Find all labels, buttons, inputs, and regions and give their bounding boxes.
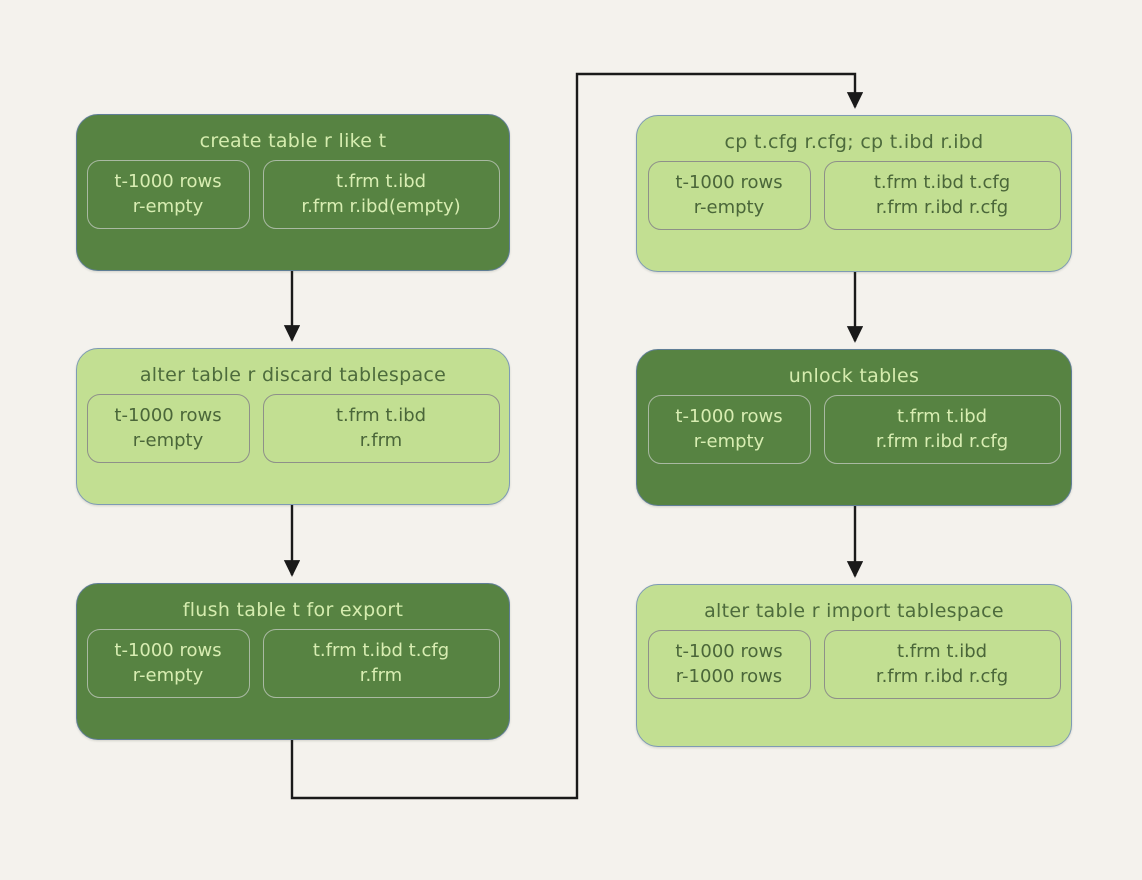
- files-line-2: r.frm: [359, 665, 403, 687]
- files-cell: t.frm t.ibd r.frm r.ibd r.cfg: [823, 629, 1061, 699]
- node-flush-for-export[interactable]: flush table t for export t-1000 rows r-e…: [76, 583, 510, 740]
- node-cells: t-1000 rows r-empty t.frm t.ibd r.frm: [77, 393, 509, 477]
- node-title: alter table r import tablespace: [704, 600, 1004, 622]
- files-line-1: t.frm t.ibd: [335, 170, 427, 192]
- rows-cell: t-1000 rows r-1000 rows: [647, 629, 811, 699]
- files-cell: t.frm t.ibd t.cfg r.frm: [262, 628, 500, 698]
- files-line-1: t.frm t.ibd t.cfg: [312, 639, 450, 661]
- rows-line-1: t-1000 rows: [114, 404, 222, 426]
- node-title: unlock tables: [788, 365, 920, 387]
- files-line-2: r.frm: [359, 430, 403, 452]
- files-line-1: t.frm t.ibd: [896, 640, 988, 662]
- node-create-table[interactable]: create table r like t t-1000 rows r-empt…: [76, 114, 510, 271]
- files-line-1: t.frm t.ibd: [335, 404, 427, 426]
- node-title: alter table r discard tablespace: [139, 364, 447, 386]
- node-title: flush table t for export: [182, 599, 404, 621]
- files-line-1: t.frm t.ibd: [896, 405, 988, 427]
- rows-cell: t-1000 rows r-empty: [647, 160, 811, 230]
- node-cells: t-1000 rows r-empty t.frm t.ibd t.cfg r.…: [637, 160, 1071, 244]
- files-cell: t.frm t.ibd r.frm r.ibd(empty): [262, 159, 500, 229]
- node-discard-tablespace[interactable]: alter table r discard tablespace t-1000 …: [76, 348, 510, 505]
- node-cells: t-1000 rows r-1000 rows t.frm t.ibd r.fr…: [637, 629, 1071, 713]
- rows-line-2: r-empty: [132, 430, 204, 452]
- files-line-2: r.frm r.ibd(empty): [301, 196, 461, 218]
- node-title: cp t.cfg r.cfg; cp t.ibd r.ibd: [724, 131, 984, 153]
- files-line-2: r.frm r.ibd r.cfg: [875, 197, 1009, 219]
- rows-line-2: r-empty: [132, 196, 204, 218]
- rows-line-2: r-1000 rows: [675, 666, 783, 688]
- node-unlock-tables[interactable]: unlock tables t-1000 rows r-empty t.frm …: [636, 349, 1072, 506]
- rows-line-2: r-empty: [693, 431, 765, 453]
- node-cells: t-1000 rows r-empty t.frm t.ibd r.frm r.…: [637, 394, 1071, 478]
- files-line-2: r.frm r.ibd r.cfg: [875, 431, 1009, 453]
- rows-line-1: t-1000 rows: [114, 170, 222, 192]
- rows-line-1: t-1000 rows: [675, 171, 783, 193]
- rows-cell: t-1000 rows r-empty: [647, 394, 811, 464]
- rows-line-1: t-1000 rows: [114, 639, 222, 661]
- rows-line-2: r-empty: [132, 665, 204, 687]
- files-line-2: r.frm r.ibd r.cfg: [875, 666, 1009, 688]
- rows-line-2: r-empty: [693, 197, 765, 219]
- rows-cell: t-1000 rows r-empty: [86, 393, 250, 463]
- rows-cell: t-1000 rows r-empty: [86, 159, 250, 229]
- rows-line-1: t-1000 rows: [675, 640, 783, 662]
- node-cells: t-1000 rows r-empty t.frm t.ibd t.cfg r.…: [77, 628, 509, 712]
- rows-line-1: t-1000 rows: [675, 405, 783, 427]
- node-title: create table r like t: [199, 130, 387, 152]
- node-import-tablespace[interactable]: alter table r import tablespace t-1000 r…: [636, 584, 1072, 747]
- files-cell: t.frm t.ibd r.frm: [262, 393, 500, 463]
- rows-cell: t-1000 rows r-empty: [86, 628, 250, 698]
- node-copy-files[interactable]: cp t.cfg r.cfg; cp t.ibd r.ibd t-1000 ro…: [636, 115, 1072, 272]
- files-cell: t.frm t.ibd t.cfg r.frm r.ibd r.cfg: [823, 160, 1061, 230]
- node-cells: t-1000 rows r-empty t.frm t.ibd r.frm r.…: [77, 159, 509, 243]
- files-cell: t.frm t.ibd r.frm r.ibd r.cfg: [823, 394, 1061, 464]
- files-line-1: t.frm t.ibd t.cfg: [873, 171, 1011, 193]
